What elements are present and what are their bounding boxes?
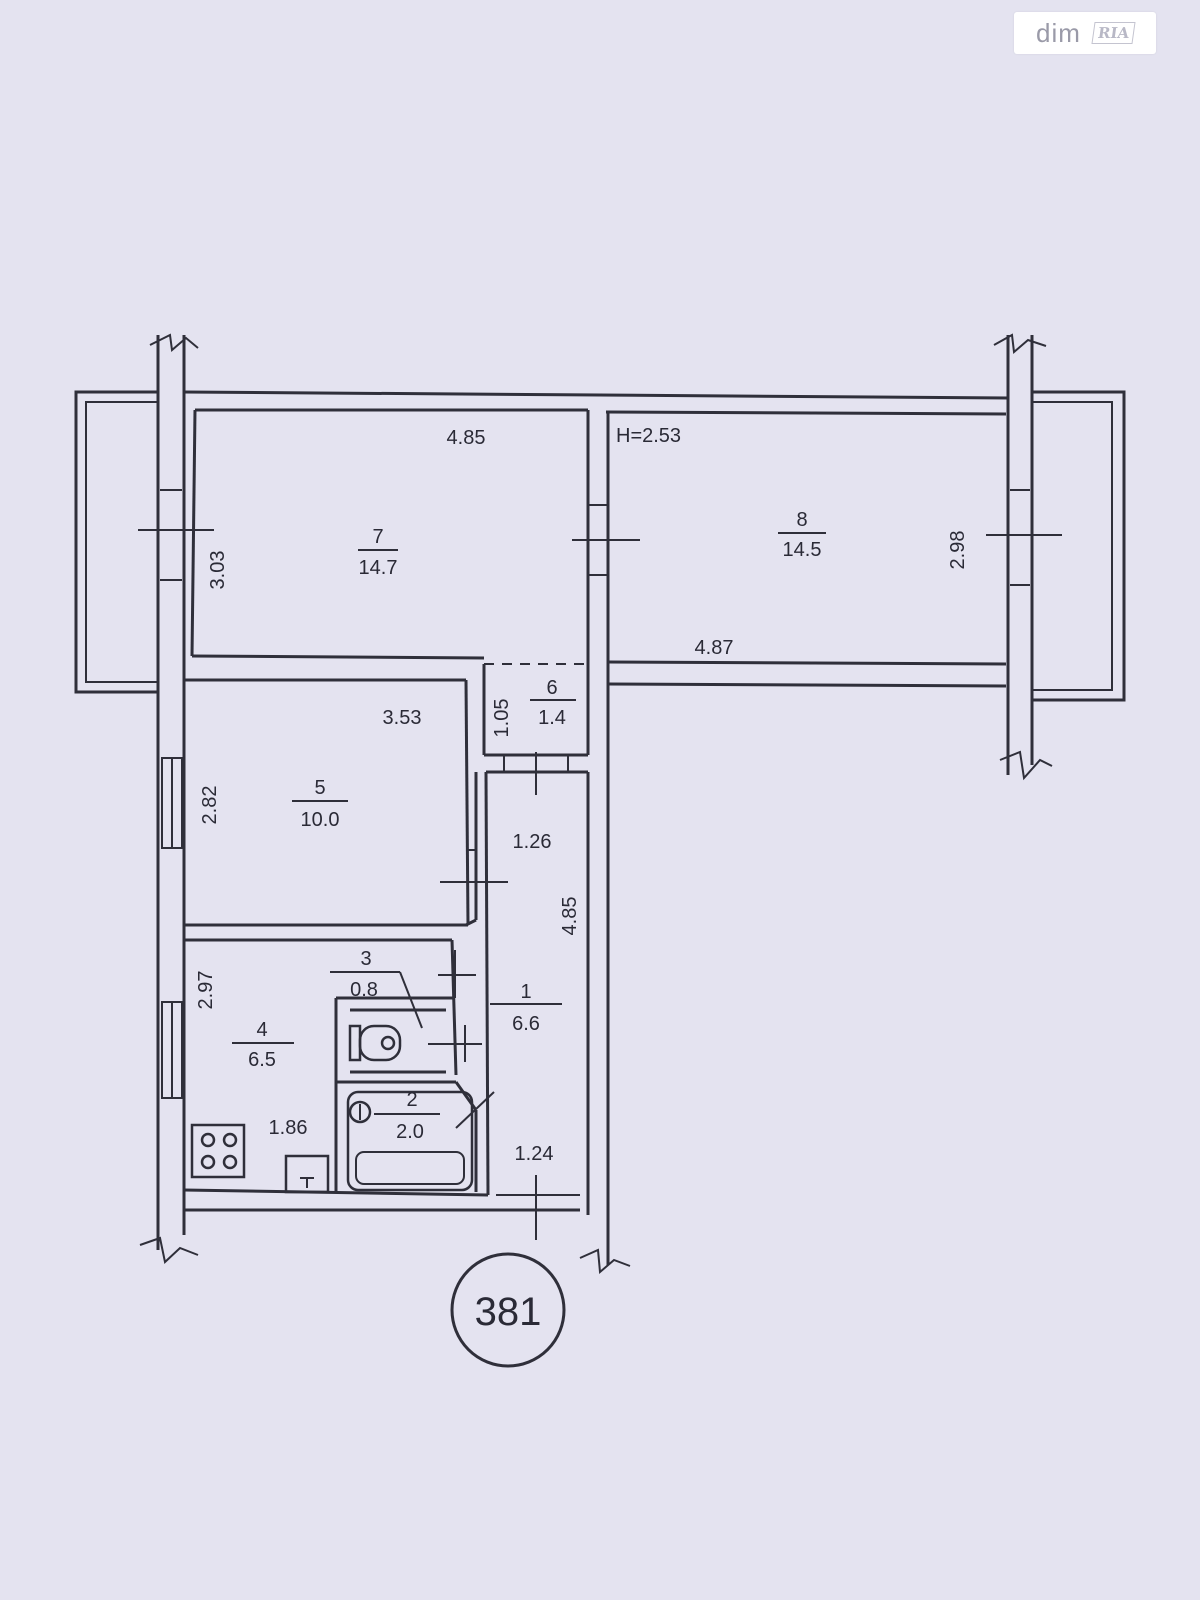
stove-icon <box>190 1123 246 1179</box>
sink-icon <box>284 1154 330 1194</box>
toilet-icon <box>348 1024 402 1062</box>
svg-text:14.7: 14.7 <box>359 557 398 579</box>
svg-text:8: 8 <box>796 509 807 531</box>
svg-text:6.5: 6.5 <box>248 1049 276 1071</box>
svg-text:2.0: 2.0 <box>396 1121 424 1143</box>
fixtures <box>190 1024 474 1194</box>
svg-text:7: 7 <box>372 526 383 548</box>
svg-text:3: 3 <box>360 948 371 970</box>
svg-text:6: 6 <box>546 677 557 699</box>
dim-kitchen-depth: 2.97 <box>195 971 217 1010</box>
walls <box>156 335 1034 1265</box>
room-1-label: 1 6.6 <box>490 981 562 1035</box>
dim-hall-length: 4.85 <box>559 897 581 936</box>
room-4-label: 4 6.5 <box>232 1019 294 1071</box>
room-2-label: 2 2.0 <box>374 1089 440 1143</box>
svg-text:10.0: 10.0 <box>301 809 340 831</box>
watermark-text: dim <box>1035 17 1081 48</box>
svg-text:14.5: 14.5 <box>783 539 822 561</box>
svg-text:6.6: 6.6 <box>512 1013 540 1035</box>
svg-text:5: 5 <box>314 777 325 799</box>
bathtub-icon <box>346 1090 474 1192</box>
plan-number-badge: 381 <box>450 1252 566 1368</box>
plan-number: 381 <box>475 1290 542 1334</box>
watermark-logo[interactable]: dim RIA <box>1014 12 1156 54</box>
ceiling-height-note: H=2.53 <box>616 425 681 447</box>
dim-room6-depth: 1.05 <box>491 699 513 738</box>
balconies <box>74 390 1126 702</box>
svg-text:0.8: 0.8 <box>350 979 378 1001</box>
room-5-label: 5 10.0 <box>292 777 348 831</box>
dim-room5-width: 3.53 <box>383 707 422 729</box>
windows <box>138 489 1062 1099</box>
dimension-labels: 4.85 3.03 H=2.53 4.87 2.98 3.53 2.82 1.0… <box>195 425 969 1165</box>
svg-text:1: 1 <box>520 981 531 1003</box>
dim-hall-width-bottom: 1.24 <box>515 1143 554 1165</box>
room-7-label: 7 14.7 <box>358 526 398 579</box>
svg-text:4: 4 <box>256 1019 267 1041</box>
svg-text:2: 2 <box>406 1089 417 1111</box>
dim-room8-width: 4.87 <box>695 637 734 659</box>
dim-room8-depth: 2.98 <box>947 531 969 570</box>
door-marks <box>428 504 640 1240</box>
dim-room7-depth: 3.03 <box>207 551 229 590</box>
room-8-label: 8 14.5 <box>778 509 826 561</box>
dim-room7-width: 4.85 <box>447 427 486 449</box>
dim-kitchen-width: 1.86 <box>269 1117 308 1139</box>
room-labels: 7 14.7 8 14.5 5 10.0 6 1.4 1 6.6 3 <box>232 509 826 1143</box>
dim-hall-width-top: 1.26 <box>513 831 552 853</box>
room-6-label: 6 1.4 <box>530 677 576 729</box>
room-3-label: 3 0.8 <box>330 948 423 1029</box>
wall-break-marks <box>139 333 1053 1275</box>
dim-room5-depth: 2.82 <box>199 786 221 825</box>
svg-text:1.4: 1.4 <box>538 707 566 729</box>
